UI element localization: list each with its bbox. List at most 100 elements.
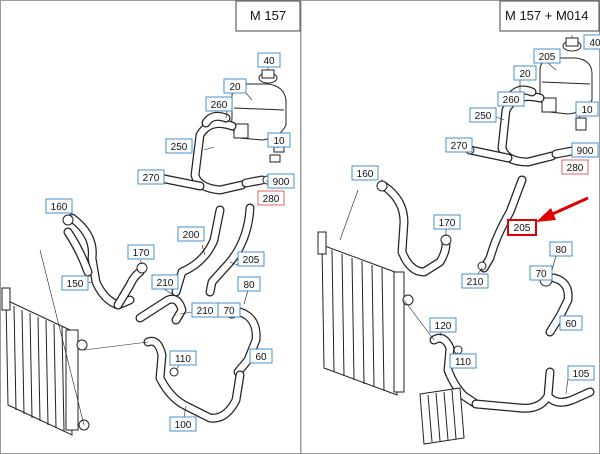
- panel-left-title: M 157: [235, 0, 301, 32]
- callout-270-left: 270: [137, 169, 165, 185]
- svg-text:10: 10: [273, 136, 285, 147]
- panel-left-title-text: M 157: [250, 8, 286, 23]
- callout-280-right: 280: [561, 159, 589, 175]
- svg-text:105: 105: [573, 369, 590, 380]
- callout-210a-left: 210: [151, 274, 179, 290]
- red-arrow-icon: [536, 196, 589, 222]
- heater-core-right: [419, 387, 465, 445]
- svg-text:210: 210: [467, 277, 484, 288]
- panel-left: M 157: [0, 0, 301, 454]
- hose-short-900-left: [241, 175, 272, 188]
- callout-110-left: 110: [169, 350, 197, 366]
- callout-120-right: 120: [429, 317, 457, 333]
- hose-270-right: [465, 145, 513, 163]
- svg-text:250: 250: [171, 142, 188, 153]
- hose-210-left: [135, 294, 187, 325]
- hose-100-left: [143, 336, 245, 423]
- callout-60-left: 60: [249, 348, 273, 364]
- svg-text:40: 40: [263, 56, 275, 67]
- svg-text:900: 900: [273, 177, 290, 188]
- svg-text:250: 250: [475, 111, 492, 122]
- callout-150-left: 150: [61, 275, 89, 291]
- hose-205-right: [477, 175, 527, 273]
- hose-270-left: [155, 173, 205, 191]
- callout-80-left: 80: [237, 276, 261, 292]
- callout-210b-left: 210: [191, 302, 219, 318]
- svg-text:10: 10: [581, 105, 593, 116]
- svg-text:80: 80: [243, 280, 255, 291]
- hose-105-right: [471, 367, 595, 413]
- svg-text:70: 70: [535, 269, 547, 280]
- callout-10-left: 10: [267, 132, 291, 148]
- callout-205-left: 205: [237, 251, 265, 267]
- panel-right-title-text: M 157 + M014: [505, 8, 588, 23]
- svg-text:100: 100: [175, 420, 192, 431]
- callout-210-right: 210: [461, 273, 489, 289]
- callout-40-right: 40: [583, 34, 600, 50]
- svg-text:170: 170: [133, 248, 150, 259]
- callout-200-left: 200: [177, 226, 205, 242]
- hose-250-left: [190, 119, 247, 195]
- callout-100-left: 100: [169, 416, 197, 432]
- svg-text:40: 40: [589, 38, 600, 49]
- callout-270-right: 270: [445, 137, 473, 153]
- svg-text:120: 120: [435, 321, 452, 332]
- callout-170-left: 170: [127, 244, 155, 260]
- radiator-right: [317, 231, 414, 396]
- callout-60-right: 60: [559, 315, 583, 331]
- hose-250-right: [497, 92, 557, 167]
- svg-text:205: 205: [243, 255, 260, 266]
- svg-text:280: 280: [567, 163, 584, 174]
- svg-text:160: 160: [357, 169, 374, 180]
- callout-40-left: 40: [257, 52, 281, 68]
- callout-170-right: 170: [433, 214, 461, 230]
- svg-text:70: 70: [223, 306, 235, 317]
- callout-250-right: 250: [469, 107, 497, 123]
- callout-205-highlighted-right: 205: [507, 219, 537, 236]
- svg-text:270: 270: [451, 141, 468, 152]
- svg-text:205: 205: [514, 223, 531, 234]
- callout-900-right: 900: [571, 142, 599, 158]
- callout-280-left: 280: [257, 190, 285, 206]
- svg-text:110: 110: [175, 354, 191, 365]
- radiator-left: [1, 287, 90, 436]
- svg-text:20: 20: [519, 69, 531, 80]
- leaders-right: [339, 35, 581, 395]
- svg-text:60: 60: [565, 319, 577, 330]
- svg-text:110: 110: [455, 357, 471, 368]
- svg-text:20: 20: [229, 82, 241, 93]
- callout-110-right: 110: [449, 353, 477, 369]
- svg-text:60: 60: [255, 352, 267, 363]
- hose-160-right: [379, 181, 451, 277]
- callout-250-left: 250: [165, 138, 193, 154]
- callout-20-right: 20: [513, 65, 537, 81]
- svg-text:170: 170: [439, 218, 456, 229]
- svg-text:260: 260: [503, 95, 520, 106]
- svg-text:900: 900: [577, 146, 594, 157]
- svg-text:200: 200: [183, 230, 200, 241]
- svg-text:280: 280: [263, 194, 280, 205]
- callout-900-left: 900: [267, 173, 295, 189]
- hose-60-left: [233, 307, 261, 377]
- callout-105-right: 105: [567, 365, 595, 381]
- callout-70-left: 70: [217, 302, 241, 318]
- hose-170-left: [113, 267, 145, 310]
- panel-right: M 157 + M014: [300, 0, 600, 454]
- hose-200-left: [171, 205, 225, 297]
- svg-text:80: 80: [555, 245, 567, 256]
- callout-160-right: 160: [351, 165, 379, 181]
- callout-260-left: 260: [205, 96, 233, 112]
- svg-text:160: 160: [51, 202, 68, 213]
- callout-70-right: 70: [529, 265, 553, 281]
- callout-260-right: 260: [497, 91, 525, 107]
- svg-text:150: 150: [67, 279, 84, 290]
- panel-right-title-box: [499, 0, 600, 32]
- svg-text:210: 210: [157, 278, 174, 289]
- panel-right-title: M 157 + M014: [499, 0, 600, 32]
- callout-160-left: 160: [45, 198, 73, 214]
- svg-text:270: 270: [143, 173, 160, 184]
- hose-60-right: [545, 273, 573, 337]
- svg-text:260: 260: [211, 100, 228, 111]
